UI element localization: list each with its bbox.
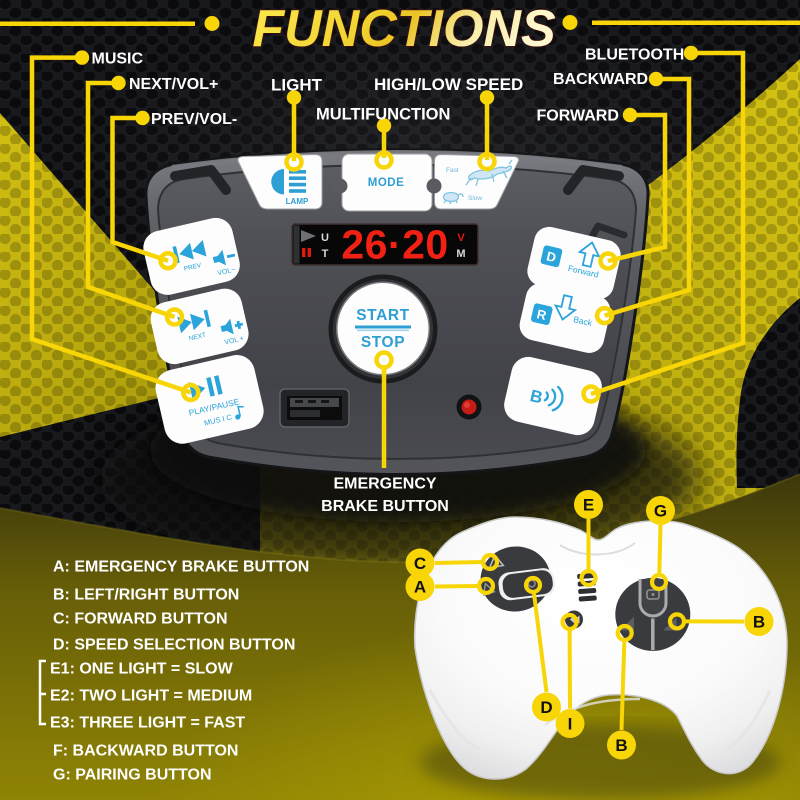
svg-text:C: FORWARD BUTTON: C: FORWARD BUTTON bbox=[53, 611, 228, 628]
svg-text:Slow: Slow bbox=[468, 195, 482, 202]
svg-text:MODE: MODE bbox=[368, 177, 405, 189]
svg-text:VOL +: VOL + bbox=[224, 335, 245, 346]
svg-text:BACKWARD: BACKWARD bbox=[553, 71, 648, 88]
svg-text:E1: ONE LIGHT = SLOW: E1: ONE LIGHT = SLOW bbox=[50, 661, 234, 678]
svg-text:E3: THREE LIGHT = FAST: E3: THREE LIGHT = FAST bbox=[50, 715, 245, 732]
svg-text:EMERGENCY: EMERGENCY bbox=[333, 476, 436, 493]
svg-text:V: V bbox=[457, 232, 465, 244]
svg-text:B: B bbox=[528, 386, 544, 407]
svg-text:A: A bbox=[414, 578, 426, 597]
svg-text:Back: Back bbox=[572, 314, 593, 328]
svg-text:26·20: 26·20 bbox=[341, 222, 448, 268]
svg-text:F: BACKWARD BUTTON: F: BACKWARD BUTTON bbox=[53, 743, 238, 760]
svg-text:STOP: STOP bbox=[361, 334, 405, 351]
svg-text:C: C bbox=[414, 554, 426, 573]
svg-text:G: G bbox=[654, 502, 667, 521]
svg-text:M: M bbox=[456, 248, 465, 260]
svg-text:MUSIC: MUSIC bbox=[92, 51, 144, 68]
svg-text:B: B bbox=[753, 613, 765, 632]
svg-text:B: LEFT/RIGHT BUTTON: B: LEFT/RIGHT BUTTON bbox=[53, 587, 239, 604]
svg-text:MULTIFUNCTION: MULTIFUNCTION bbox=[316, 106, 450, 124]
svg-text:FORWARD: FORWARD bbox=[537, 108, 619, 125]
svg-text:VOL−: VOL− bbox=[217, 266, 236, 277]
svg-text:Fast: Fast bbox=[446, 167, 459, 174]
svg-text:D: D bbox=[545, 248, 558, 265]
svg-text:U: U bbox=[321, 232, 329, 244]
svg-text:HIGH/LOW SPEED: HIGH/LOW SPEED bbox=[374, 75, 523, 94]
svg-text:D: D bbox=[540, 698, 552, 717]
svg-text:START: START bbox=[356, 307, 410, 324]
svg-text:E: E bbox=[583, 496, 594, 515]
svg-text:D: SPEED SELECTION BUTTON: D: SPEED SELECTION BUTTON bbox=[53, 637, 295, 654]
svg-text:LIGHT: LIGHT bbox=[271, 76, 323, 95]
svg-text:A: EMERGENCY BRAKE BUTTON: A: EMERGENCY BRAKE BUTTON bbox=[53, 559, 309, 576]
svg-text:LAMP: LAMP bbox=[286, 197, 309, 206]
svg-text:FUNCTIONS: FUNCTIONS bbox=[252, 0, 556, 58]
svg-text:NEXT/VOL+: NEXT/VOL+ bbox=[129, 76, 218, 93]
svg-text:B: B bbox=[615, 736, 627, 755]
svg-text:BRAKE BUTTON: BRAKE BUTTON bbox=[321, 498, 449, 515]
svg-text:E2: TWO LIGHT = MEDIUM: E2: TWO LIGHT = MEDIUM bbox=[50, 688, 252, 705]
svg-text:PREV/VOL-: PREV/VOL- bbox=[151, 111, 237, 128]
svg-text:I: I bbox=[568, 715, 573, 734]
svg-text:NEXT: NEXT bbox=[188, 332, 206, 343]
svg-text:R: R bbox=[535, 306, 548, 323]
svg-text:T: T bbox=[322, 248, 329, 260]
svg-text:G: PAIRING BUTTON: G: PAIRING BUTTON bbox=[53, 767, 212, 784]
svg-text:BLUETOOTH: BLUETOOTH bbox=[585, 47, 684, 64]
svg-text:PREV: PREV bbox=[183, 262, 202, 273]
